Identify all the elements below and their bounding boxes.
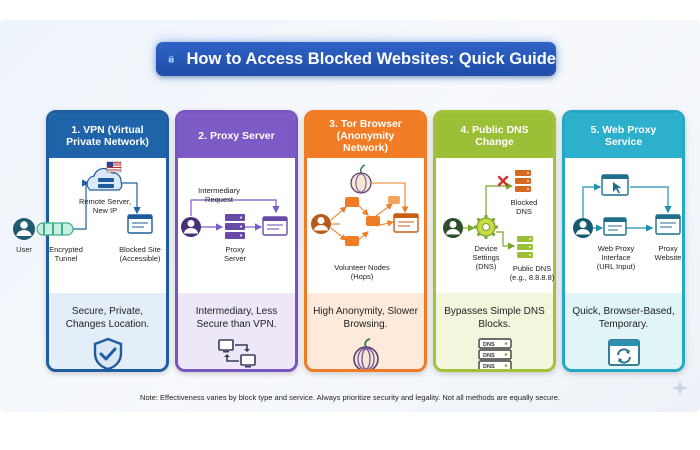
lock-icon xyxy=(168,55,174,63)
vpn-server-label: New IP xyxy=(93,206,117,215)
panel-footer: Quick, Browser-Based, Temporary. xyxy=(565,293,682,369)
panel-summary: High Anonymity, Slower Browsing. xyxy=(313,306,418,330)
proxy-browser-icon xyxy=(262,216,288,236)
blocked-x-icon xyxy=(497,175,509,187)
page-title: How to Access Blocked Websites: Quick Gu… xyxy=(186,49,556,68)
panel-footer: Secure, Private, Changes Location. xyxy=(49,293,166,369)
cloud-server-icon xyxy=(86,161,123,191)
web-proxy-interface-icon xyxy=(603,217,627,236)
panel-heading: 1. VPN (Virtual Private Network) xyxy=(49,113,166,158)
panel-vpn: 1. VPN (Virtual Private Network) Secure,… xyxy=(46,110,169,372)
proxy-server-label: Server xyxy=(224,254,247,263)
tor-destination-browser-icon xyxy=(393,213,419,233)
blocked-dns-server-icon xyxy=(515,170,531,192)
proxy-user-icon xyxy=(181,217,201,237)
proxy-website-label: Website xyxy=(655,253,682,262)
shield-check-icon xyxy=(93,337,123,369)
device-settings-label: Settings xyxy=(472,253,499,262)
encrypted-tunnel-icon xyxy=(36,222,74,236)
tor-user-icon xyxy=(311,214,331,234)
web-browser-cursor-icon xyxy=(601,174,629,196)
vpn-site-label: (Accessible) xyxy=(120,254,161,263)
proxy-request-label: Request xyxy=(205,195,234,204)
vpn-server-label: Remote Server, xyxy=(79,197,131,206)
sparkle-icon xyxy=(672,380,688,396)
web-user-icon xyxy=(573,218,593,238)
proxy-website-icon xyxy=(655,214,681,235)
public-dns-label: Public DNS xyxy=(513,264,551,273)
blocked-dns-label: DNS xyxy=(516,207,532,216)
web-interface-label: (URL Input) xyxy=(597,262,636,271)
vpn-tunnel-label: Tunnel xyxy=(55,254,78,263)
panel-heading: 5. Web Proxy Service xyxy=(565,113,682,158)
panel-summary: Intermediary, Less Secure than VPN. xyxy=(195,306,278,330)
dns-tag: DNS xyxy=(483,364,495,370)
public-dns-label: (e.g., 8.8.8.8) xyxy=(510,273,555,282)
tor-nodes-label: (Hops) xyxy=(351,272,374,281)
panel-summary: Bypasses Simple DNS Blocks. xyxy=(444,306,545,330)
blocked-dns-label: Blocked xyxy=(511,198,538,207)
public-dns-server-icon xyxy=(517,236,533,258)
panel-tor-browser: 3. Tor Browser (Anonymity Network) High … xyxy=(304,110,427,372)
panel-heading: 3. Tor Browser (Anonymity Network) xyxy=(307,113,424,158)
device-settings-label: Device xyxy=(475,244,498,253)
panel-public-dns: 4. Public DNS Change Bypasses Simple DNS… xyxy=(433,110,556,372)
proxy-server-label: Proxy xyxy=(225,245,244,254)
vpn-user-icon xyxy=(13,218,35,240)
computer-exchange-icon xyxy=(218,339,256,368)
panel-footer: High Anonymity, Slower Browsing. xyxy=(307,293,424,369)
dns-tag: DNS xyxy=(483,353,495,359)
tor-nodes-label: Volunteer Nodes xyxy=(334,263,390,272)
proxy-request-label: Intermediary xyxy=(198,186,240,195)
panel-heading: 2. Proxy Server xyxy=(178,113,295,158)
tor-relay-node-icons xyxy=(345,196,400,246)
web-interface-label: Web Proxy xyxy=(598,244,635,253)
panel-footer: Bypasses Simple DNS Blocks. DNS DNS DNS xyxy=(436,293,553,370)
dns-tag: DNS xyxy=(483,342,495,348)
dns-user-icon xyxy=(443,218,463,238)
footnote: Note: Effectiveness varies by block type… xyxy=(140,393,560,402)
proxy-website-label: Proxy xyxy=(658,244,677,253)
panel-heading: 4. Public DNS Change xyxy=(436,113,553,158)
proxy-server-icon xyxy=(225,214,245,239)
gear-icon xyxy=(474,215,498,239)
panel-summary: Quick, Browser-Based, Temporary. xyxy=(572,306,675,330)
vpn-tunnel-label: Encrypted xyxy=(49,245,83,254)
panel-summary: Secure, Private, Changes Location. xyxy=(65,306,150,330)
vpn-user-label: User xyxy=(16,245,32,254)
tor-onion-icon xyxy=(353,338,379,369)
title-banner: How to Access Blocked Websites: Quick Gu… xyxy=(156,42,556,76)
blocked-site-browser-icon xyxy=(127,214,153,234)
panel-web-proxy: 5. Web Proxy Service Quick, Browser-Base… xyxy=(562,110,685,372)
vpn-site-label: Blocked Site xyxy=(119,245,161,254)
browser-refresh-icon xyxy=(608,339,640,366)
panel-proxy-server: 2. Proxy Server Intermediary, Less Secur… xyxy=(175,110,298,372)
web-interface-label: Interface xyxy=(601,253,630,262)
panel-footer: Intermediary, Less Secure than VPN. xyxy=(178,293,295,369)
dns-server-stack-icon: DNS DNS DNS xyxy=(478,338,512,370)
device-settings-label: (DNS) xyxy=(476,262,497,271)
